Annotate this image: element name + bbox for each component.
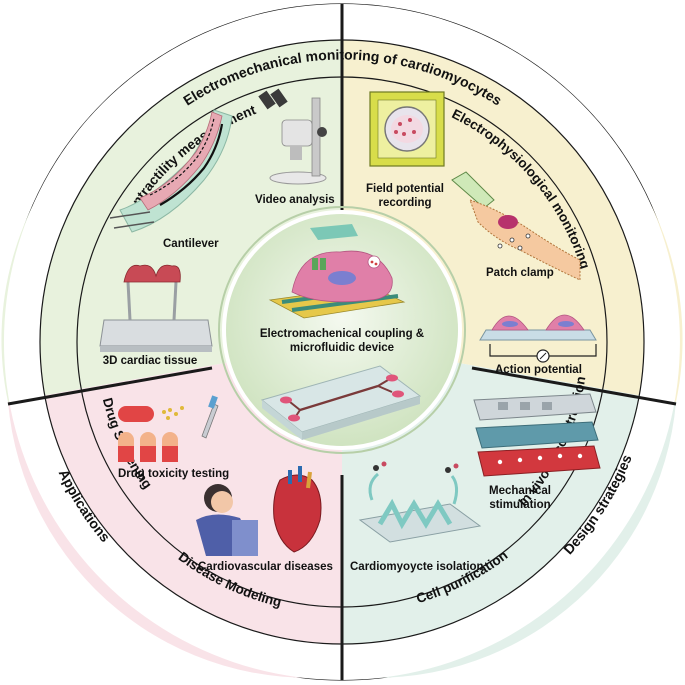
caption-patch-clamp: Patch clamp (486, 267, 554, 279)
center-chip-illustration (268, 224, 406, 319)
caption-field-potential-2: recording (378, 197, 431, 209)
caption-field-potential-1: Field potential (366, 183, 444, 195)
action-potential-illustration (479, 314, 597, 363)
caption-cm-isolation: Cardiomyoycte isolation (350, 561, 484, 573)
caption-drug-toxicity: Drug toxicity testing (118, 468, 229, 480)
caption-3d-cardiac-tissue: 3D cardiac tissue (103, 355, 198, 367)
cardiomyocyte-isolation-chip-illustration (358, 461, 482, 543)
divider-left (7, 366, 213, 406)
divider-right (471, 366, 677, 406)
caption-video-analysis: Video analysis (255, 194, 335, 206)
caption-cantilever: Cantilever (163, 238, 219, 250)
center-caption-line1: Electromachenical coupling & (260, 328, 424, 340)
field-potential-chip-illustration (369, 91, 445, 167)
microscope-icon (258, 88, 327, 185)
heart-icon (273, 466, 322, 553)
patient-illustration (196, 484, 258, 556)
microfluidic-chip-illustration (260, 365, 422, 440)
caption-cardiovascular: Cardiovascular diseases (198, 561, 333, 573)
cantilever-illustration (109, 109, 233, 233)
caption-mechanical-1: Mechanical (489, 485, 551, 497)
pipette-icon (201, 395, 219, 439)
patch-clamp-illustration (451, 171, 581, 281)
drug-pills-illustration (118, 406, 184, 462)
center-caption-line2: microfluidic device (290, 342, 394, 354)
mechanical-stimulation-illustration (473, 393, 601, 477)
caption-mechanical-2: stimulation (489, 499, 550, 511)
center-circle-halo (218, 206, 466, 454)
caption-action-potential: Action potential (495, 364, 582, 376)
3d-cardiac-tissue-illustration (99, 264, 213, 352)
